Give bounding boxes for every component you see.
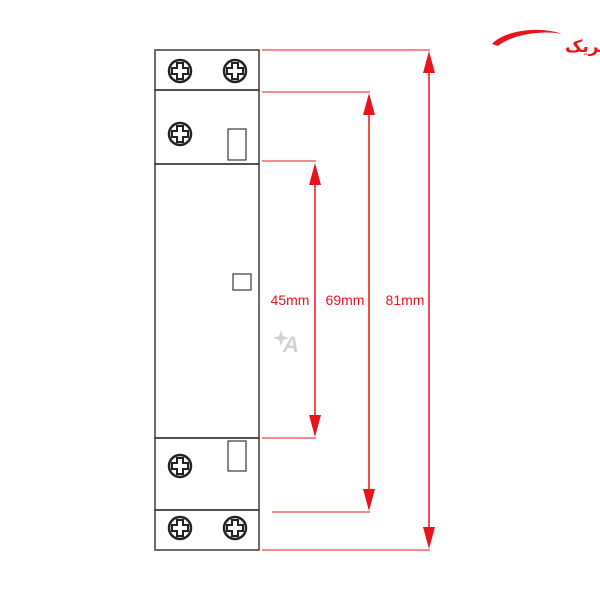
dimension-arrows xyxy=(309,51,435,549)
dim-81-label: 81mm xyxy=(386,292,425,308)
dim-45-label: 45mm xyxy=(271,292,310,308)
device-center-body xyxy=(154,163,260,439)
contactor-device xyxy=(154,49,260,551)
watermark: A xyxy=(273,330,299,357)
terminal-screws xyxy=(167,58,248,541)
brand-logo: آناالکتریک xyxy=(492,29,600,57)
dim-69-label: 69mm xyxy=(326,292,365,308)
dim-69-arrow xyxy=(363,93,375,511)
device-lower-module xyxy=(154,437,260,511)
screw-icon xyxy=(222,515,248,541)
dim-45-arrow xyxy=(309,163,321,437)
upper-indicator-slot xyxy=(227,128,247,161)
car-swoosh-icon xyxy=(492,29,562,46)
screw-icon xyxy=(167,453,193,479)
lower-indicator-slot xyxy=(227,440,247,472)
dimension-labels: 45mm 69mm 81mm xyxy=(268,291,427,309)
screw-icon xyxy=(167,515,193,541)
screw-icon xyxy=(167,58,193,84)
dim-81-arrow xyxy=(423,51,435,549)
screw-icon xyxy=(222,58,248,84)
star-sparkle-icon xyxy=(273,330,289,346)
center-window xyxy=(232,273,252,291)
extension-lines xyxy=(262,49,430,551)
brand-logo-text: آناالکتریک xyxy=(565,35,600,57)
watermark-letter: A xyxy=(282,332,299,357)
device-bottom-terminal-block xyxy=(154,509,260,551)
screw-icon xyxy=(167,121,193,147)
